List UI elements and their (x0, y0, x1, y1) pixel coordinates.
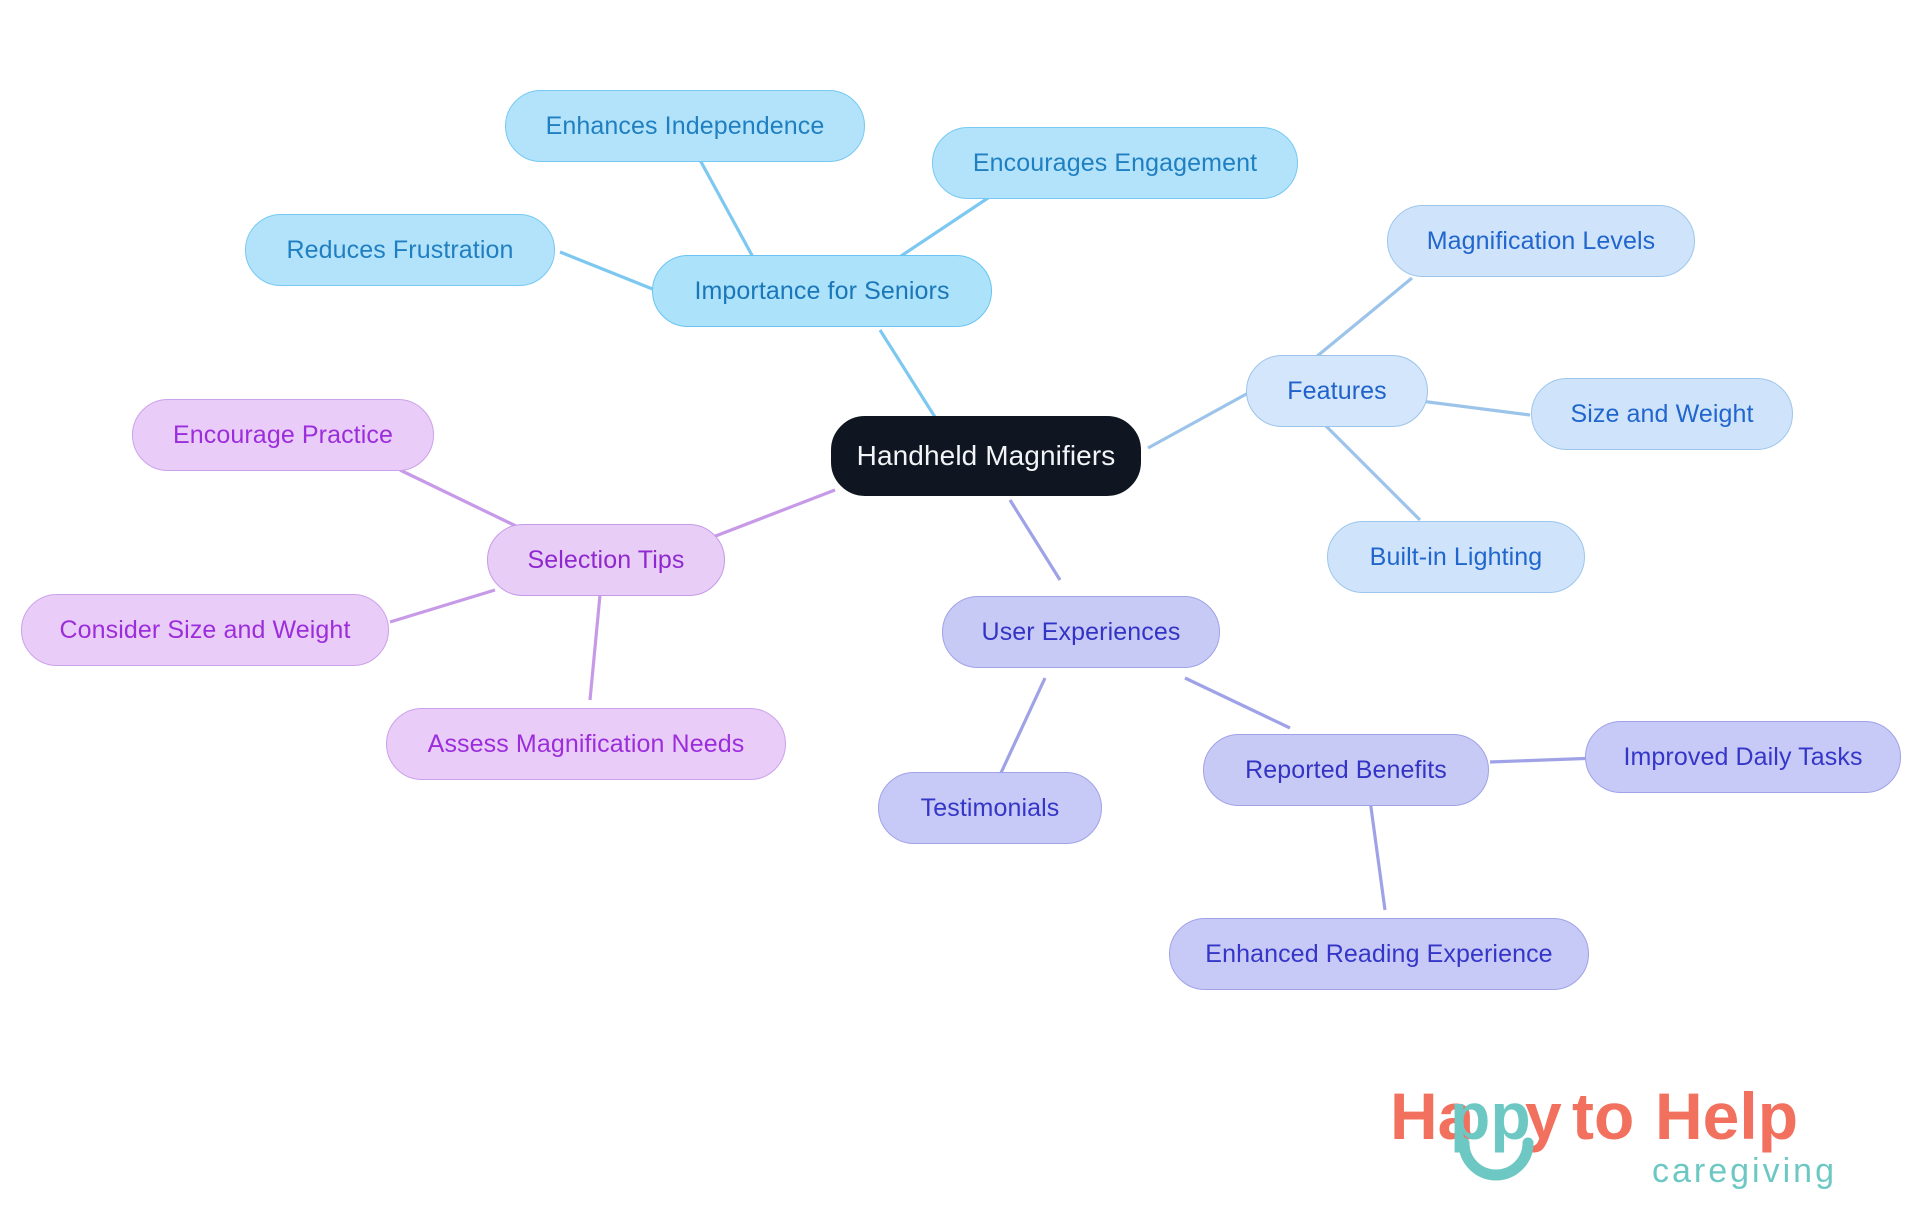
node-selection-tips[interactable]: Selection Tips (487, 524, 725, 596)
node-root-label: Handheld Magnifiers (856, 440, 1116, 471)
node-size-and-weight-label: Size and Weight (1570, 399, 1754, 428)
edge-features-lighting (1323, 423, 1422, 522)
node-magnification-levels[interactable]: Magnification Levels (1387, 205, 1695, 277)
node-consider-size-and-weight[interactable]: Consider Size and Weight (21, 594, 389, 666)
node-enhanced-reading-experience-label: Enhanced Reading Experience (1205, 939, 1553, 968)
edge-importance-enhances (698, 159, 762, 271)
happy-to-help-logo: Ha pp y to Help caregiving (1390, 1079, 1837, 1190)
node-user-experiences[interactable]: User Experiences (942, 596, 1220, 668)
edge-selection-practice (399, 468, 521, 530)
node-reduces-frustration-label: Reduces Frustration (286, 235, 514, 264)
node-user-experiences-label: User Experiences (981, 617, 1181, 646)
node-built-in-lighting-label: Built-in Lighting (1369, 542, 1543, 571)
node-enhances-independence-label: Enhances Independence (545, 111, 825, 140)
node-built-in-lighting[interactable]: Built-in Lighting (1327, 521, 1585, 593)
logo-word-help: Help (1655, 1079, 1798, 1153)
node-enhances-independence[interactable]: Enhances Independence (505, 90, 865, 162)
node-encourage-practice-label: Encourage Practice (173, 420, 393, 449)
edge-root-features (1147, 390, 1251, 450)
node-selection-tips-label: Selection Tips (527, 545, 685, 574)
node-enhanced-reading-experience[interactable]: Enhanced Reading Experience (1169, 918, 1589, 990)
node-importance-for-seniors-label: Importance for Seniors (694, 276, 950, 305)
node-reported-benefits-label: Reported Benefits (1245, 755, 1447, 784)
edge-ux-reported (1184, 676, 1291, 730)
logo-word-to: to (1572, 1079, 1634, 1153)
node-size-and-weight[interactable]: Size and Weight (1531, 378, 1793, 450)
node-assess-magnification-needs[interactable]: Assess Magnification Needs (386, 708, 786, 780)
node-magnification-levels-label: Magnification Levels (1426, 226, 1656, 255)
node-features[interactable]: Features (1246, 355, 1428, 427)
edge-importance-reduces (559, 250, 656, 292)
node-encourages-engagement[interactable]: Encourages Engagement (932, 127, 1298, 199)
node-testimonials-label: Testimonials (920, 793, 1060, 822)
node-assess-magnification-needs-label: Assess Magnification Needs (427, 729, 745, 758)
logo-tagline: caregiving (1652, 1152, 1837, 1190)
node-importance-for-seniors[interactable]: Importance for Seniors (652, 255, 992, 327)
edge-reported-improved (1489, 756, 1599, 764)
edge-root-user-experiences (1008, 499, 1062, 581)
edge-root-selection (699, 488, 836, 544)
node-improved-daily-tasks[interactable]: Improved Daily Tasks (1585, 721, 1901, 793)
node-testimonials[interactable]: Testimonials (878, 772, 1102, 844)
node-encourage-practice[interactable]: Encourage Practice (132, 399, 434, 471)
edge-ux-testimonials (998, 677, 1047, 776)
edge-features-magnification (1308, 276, 1414, 364)
logo-smile-icon (1458, 1137, 1534, 1181)
node-reduces-frustration[interactable]: Reduces Frustration (245, 214, 555, 286)
node-consider-size-and-weight-label: Consider Size and Weight (59, 615, 351, 644)
edge-selection-assess (588, 594, 602, 701)
node-improved-daily-tasks-label: Improved Daily Tasks (1623, 742, 1863, 771)
edge-root-importance (878, 329, 942, 426)
node-root[interactable]: Handheld Magnifiers (831, 416, 1141, 496)
node-features-label: Features (1287, 376, 1387, 405)
node-reported-benefits[interactable]: Reported Benefits (1203, 734, 1489, 806)
node-encourages-engagement-label: Encourages Engagement (972, 148, 1258, 177)
edge-selection-consider (389, 588, 496, 624)
edge-reported-enhanced (1368, 799, 1387, 911)
